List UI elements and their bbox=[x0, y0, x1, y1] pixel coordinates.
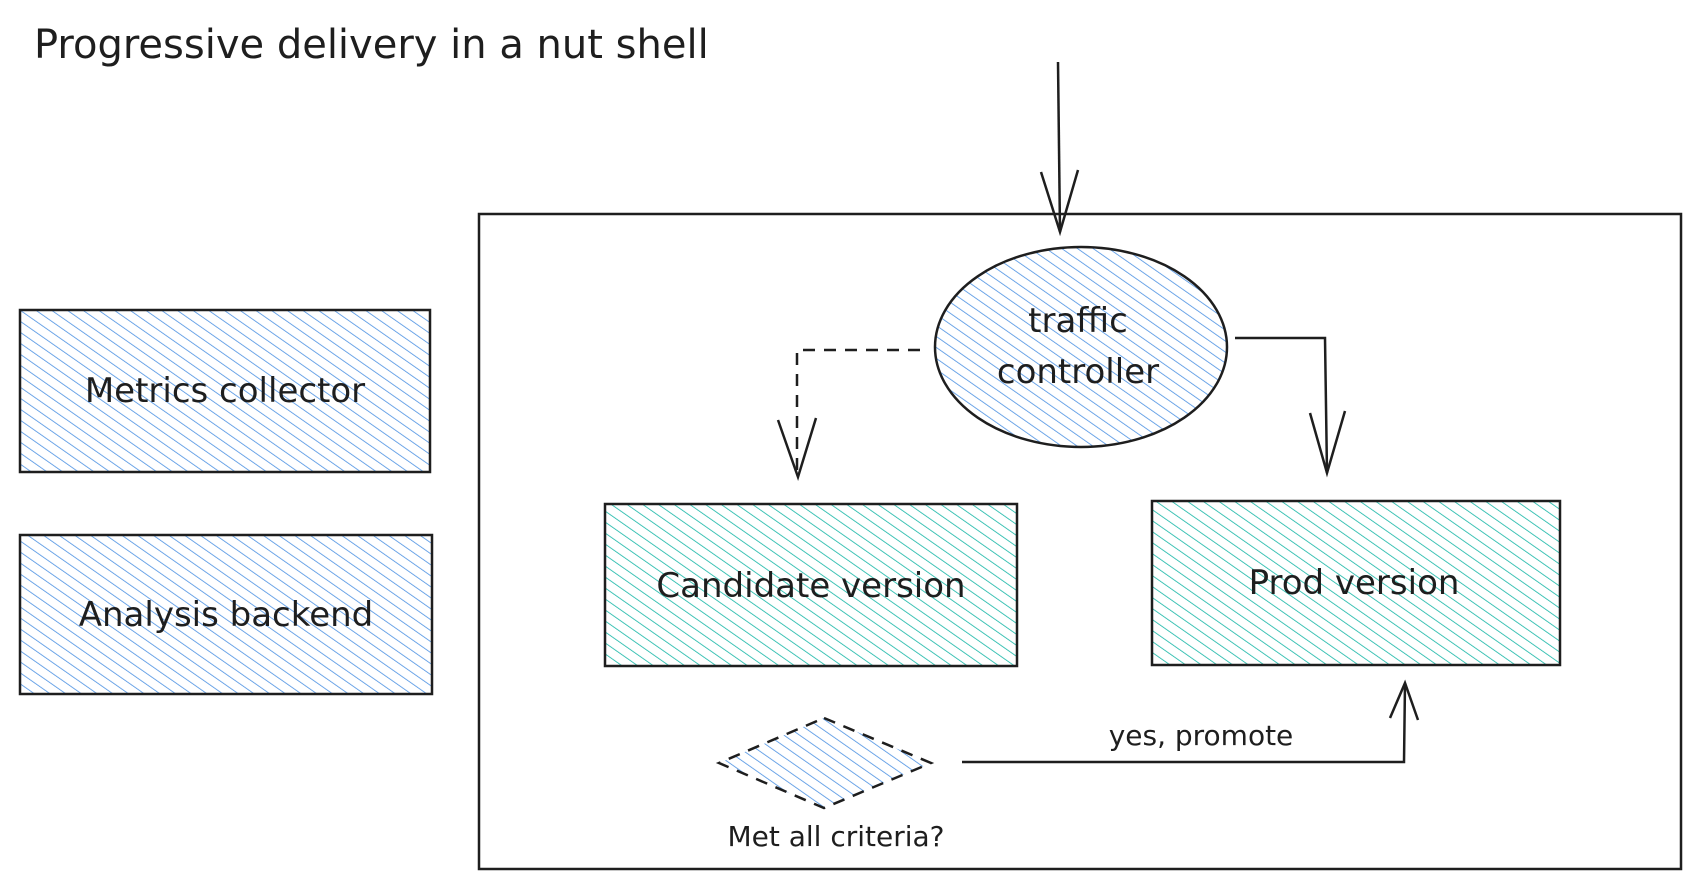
candidate-version-node: Candidate version bbox=[603, 502, 1019, 668]
promote-label: yes, promote bbox=[1109, 719, 1294, 752]
traffic-to-candidate-arrow bbox=[776, 348, 920, 482]
traffic-to-prod-arrow bbox=[1235, 336, 1347, 478]
prod-version-node: Prod version bbox=[1150, 499, 1562, 667]
candidate-version-label: Candidate version bbox=[656, 566, 965, 606]
metrics-collector-label: Metrics collector bbox=[85, 371, 365, 411]
traffic-controller-node: traffic controller bbox=[933, 245, 1229, 449]
promote-arrow: yes, promote bbox=[962, 679, 1420, 764]
diagram-title: Progressive delivery in a nut shell bbox=[34, 22, 709, 68]
analysis-backend-label: Analysis backend bbox=[79, 595, 374, 635]
decision-node: Met all criteria? bbox=[715, 716, 945, 853]
incoming-traffic-arrow bbox=[1039, 61, 1080, 237]
traffic-controller-label-line2: controller bbox=[997, 352, 1159, 392]
analysis-backend-node: Analysis backend bbox=[18, 533, 434, 696]
metrics-collector-node: Metrics collector bbox=[18, 308, 432, 474]
traffic-controller-label-line1: traffic bbox=[1028, 301, 1128, 341]
system-container bbox=[477, 212, 1683, 871]
prod-version-label: Prod version bbox=[1249, 563, 1460, 603]
decision-label: Met all criteria? bbox=[727, 820, 944, 853]
